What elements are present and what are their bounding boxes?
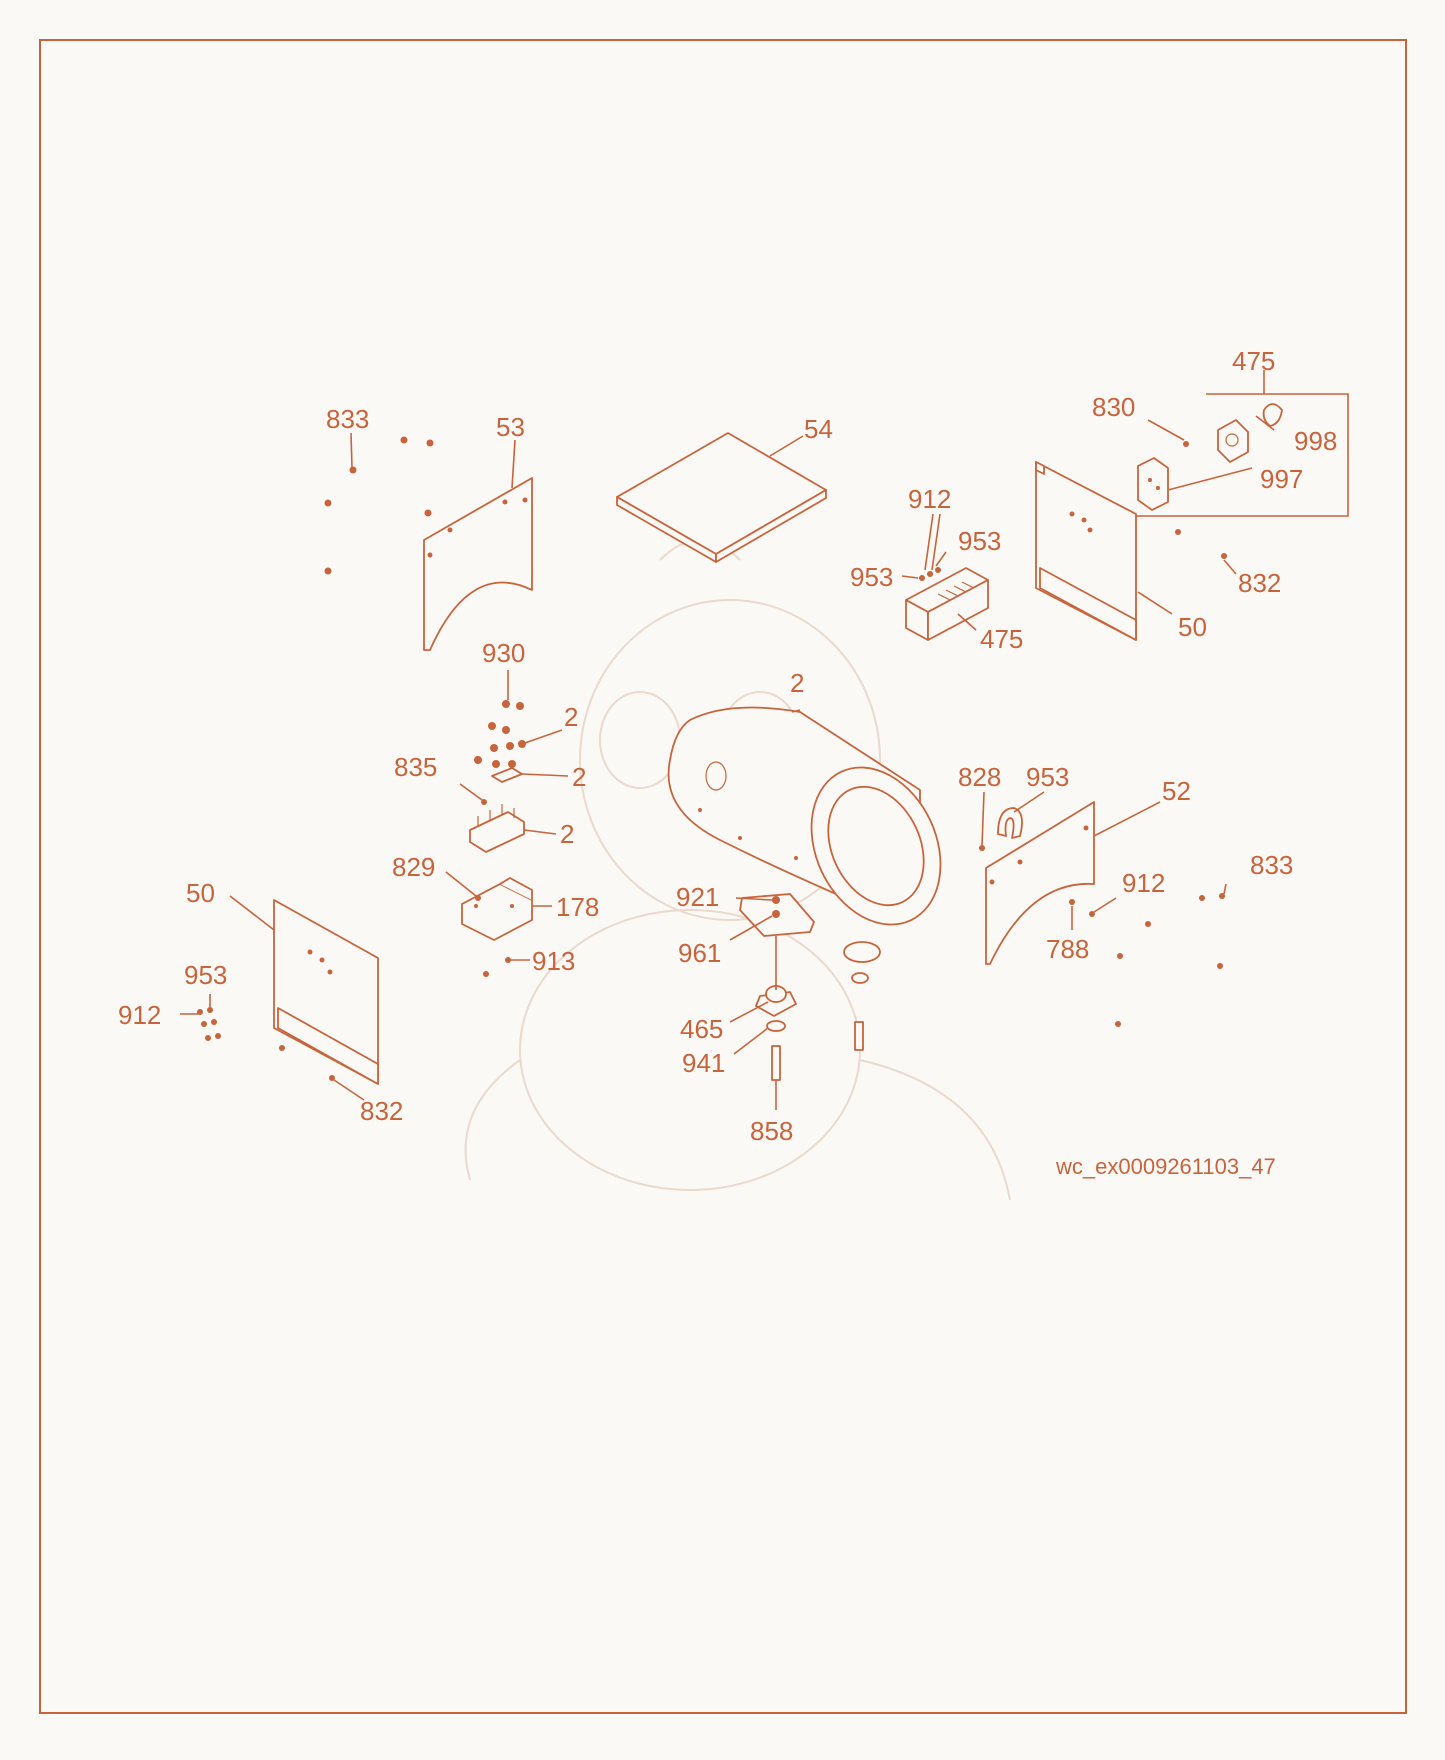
label-830: 830 bbox=[1092, 392, 1135, 422]
document-id: wc_ex0009261103_47 bbox=[1055, 1154, 1276, 1179]
part-465-mount bbox=[755, 985, 797, 1017]
part-997-thermostat-box bbox=[1137, 457, 1169, 511]
label-921: 921 bbox=[676, 882, 719, 912]
label-52: 52 bbox=[1162, 776, 1191, 806]
screws-833-left bbox=[324, 436, 434, 575]
label-912a: 912 bbox=[908, 484, 951, 514]
label-475b: 475 bbox=[980, 624, 1023, 654]
leader-lines bbox=[180, 370, 1275, 1110]
label-53: 53 bbox=[496, 412, 525, 442]
label-832b: 832 bbox=[360, 1096, 403, 1126]
label-913: 913 bbox=[532, 946, 575, 976]
label-858: 858 bbox=[750, 1116, 793, 1146]
label-953d: 953 bbox=[1026, 762, 1069, 792]
label-465: 465 bbox=[680, 1014, 723, 1044]
label-54: 54 bbox=[804, 414, 833, 444]
tank-drain-fitting bbox=[843, 941, 881, 1051]
part-2-tank bbox=[667, 706, 942, 926]
label-912c: 912 bbox=[1122, 868, 1165, 898]
label-930: 930 bbox=[482, 638, 525, 668]
label-833b: 833 bbox=[1250, 850, 1293, 880]
part-54-top-plate bbox=[616, 432, 827, 563]
label-828: 828 bbox=[958, 762, 1001, 792]
label-953a: 953 bbox=[958, 526, 1001, 556]
part-50-back-panel-right bbox=[1035, 461, 1137, 641]
label-998: 998 bbox=[1294, 426, 1337, 456]
screws-953-912-832-left bbox=[197, 1007, 335, 1081]
screws-828-912-833-788 bbox=[979, 845, 1225, 1027]
label-941: 941 bbox=[682, 1048, 725, 1078]
label-50a: 50 bbox=[1178, 612, 1207, 642]
label-832a: 832 bbox=[1238, 568, 1281, 598]
drawing-frame bbox=[39, 39, 1407, 1714]
label-2a: 2 bbox=[790, 668, 804, 698]
part-475-heater-element bbox=[905, 567, 989, 641]
label-788: 788 bbox=[1046, 934, 1089, 964]
label-953c: 953 bbox=[184, 960, 227, 990]
part-858-bolt bbox=[771, 1045, 781, 1081]
part-997-gasket bbox=[1217, 419, 1249, 463]
part-53-side-panel bbox=[423, 477, 533, 651]
label-2c: 2 bbox=[572, 762, 586, 792]
label-50b: 50 bbox=[186, 878, 215, 908]
label-912b: 912 bbox=[118, 1000, 161, 1030]
label-178: 178 bbox=[556, 892, 599, 922]
label-961: 961 bbox=[678, 938, 721, 968]
label-953b: 953 bbox=[850, 562, 893, 592]
part-52-side-panel bbox=[985, 801, 1095, 965]
part-2-bridge-plate bbox=[491, 767, 523, 783]
screws-835-829-913 bbox=[475, 799, 511, 977]
part-50-back-panel-left bbox=[273, 899, 379, 1085]
part-941-washer bbox=[766, 1020, 786, 1032]
part-930-terminal-nuts bbox=[474, 700, 526, 768]
screws-830-832 bbox=[1175, 441, 1227, 559]
label-829: 829 bbox=[392, 852, 435, 882]
label-997: 997 bbox=[1260, 464, 1303, 494]
tank-mounting-foot bbox=[739, 893, 815, 937]
label-2d: 2 bbox=[560, 819, 574, 849]
part-178-bracket bbox=[461, 877, 533, 941]
part-2-terminal-block bbox=[469, 804, 525, 853]
part-953-cable-clip bbox=[997, 807, 1023, 839]
label-475a: 475 bbox=[1232, 346, 1275, 376]
label-835: 835 bbox=[394, 752, 437, 782]
bracket-475-group bbox=[1136, 393, 1349, 517]
label-2b: 2 bbox=[564, 702, 578, 732]
label-833a: 833 bbox=[326, 404, 369, 434]
part-998-knob bbox=[1262, 403, 1283, 427]
